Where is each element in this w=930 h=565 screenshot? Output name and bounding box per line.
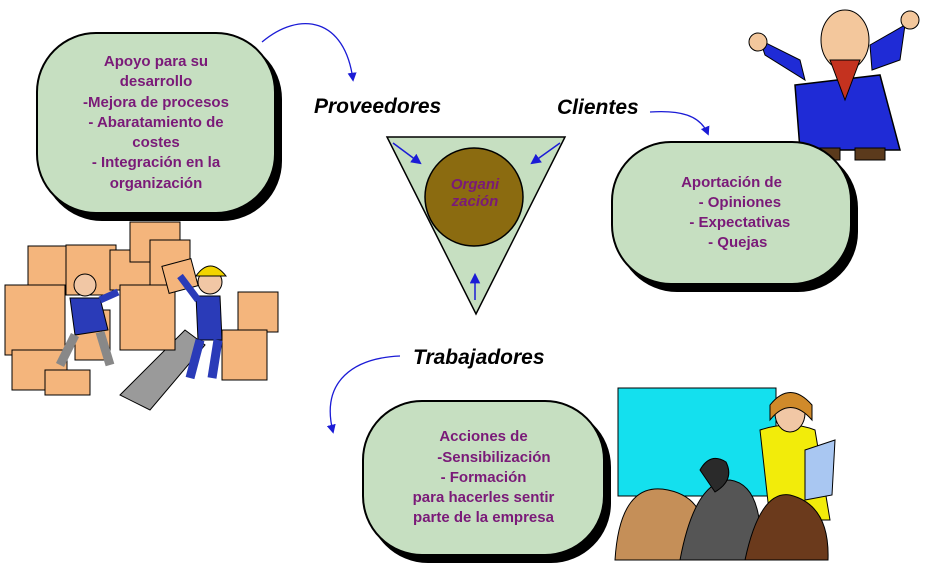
trabajadores-line: Acciones de <box>439 428 528 446</box>
arrow-top-right <box>530 142 561 165</box>
organization-label-line2: zación <box>451 193 499 210</box>
proveedores-line: organización <box>109 174 203 192</box>
trabajadores-line: para hacerles sentir <box>412 489 555 507</box>
clientes-box: Aportación de - Opiniones - Expectativas… <box>611 141 852 285</box>
arrow-top-left <box>392 142 422 165</box>
proveedores-box: Apoyo para su desarrollo -Mejora de proc… <box>36 32 276 214</box>
organization-circle <box>424 147 524 247</box>
clipart-warehouse-workers <box>4 221 279 411</box>
heading-clientes: Clientes <box>557 96 639 119</box>
proveedores-line: costes <box>132 134 180 152</box>
heading-proveedores: Proveedores <box>314 95 442 118</box>
organization-label: Organi zación <box>430 176 520 210</box>
clipart-presentation-meeting <box>614 387 836 561</box>
clipart-businessman <box>748 9 920 161</box>
clientes-line: - Opiniones <box>681 193 782 211</box>
arrow-proveedores <box>261 22 357 82</box>
organization-label-line1: Organi <box>450 176 500 193</box>
arrow-trabajadores <box>326 355 401 434</box>
trabajadores-box: Acciones de -Sensibilización - Formación… <box>362 400 605 556</box>
clientes-line: Aportación de <box>681 173 782 191</box>
trabajadores-line: parte de la empresa <box>413 509 554 527</box>
proveedores-line: desarrollo <box>119 73 193 91</box>
trabajadores-line: - Formación <box>440 468 527 486</box>
clientes-line: - Expectativas <box>672 214 791 231</box>
proveedores-line: - Abaratamiento de <box>88 113 224 131</box>
clientes-line: - Quejas <box>695 234 768 252</box>
arrow-clientes <box>649 110 710 136</box>
heading-trabajadores: Trabajadores <box>413 346 545 369</box>
proveedores-line: -Mejora de procesos <box>83 93 229 111</box>
proveedores-line: - Integración en la <box>91 154 221 172</box>
trabajadores-line: -Sensibilización <box>416 448 551 466</box>
proveedores-line: Apoyo para su <box>103 53 209 71</box>
